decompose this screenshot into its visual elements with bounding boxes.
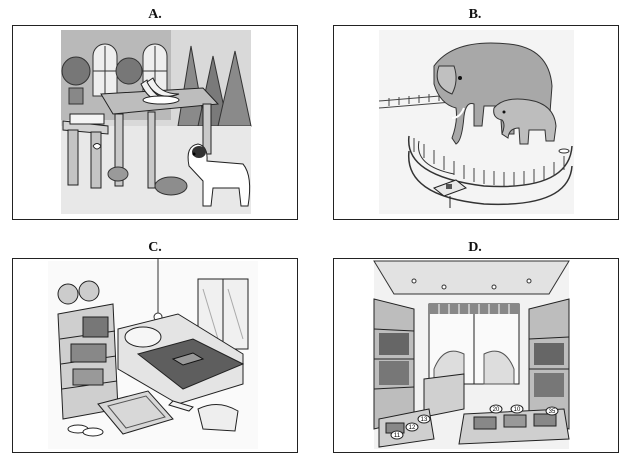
ceiling [373, 260, 570, 295]
zoo-scene [378, 30, 574, 214]
rug [97, 390, 174, 435]
window-left [92, 43, 118, 97]
book-stack-icon [69, 113, 105, 125]
label-a: A. [148, 7, 162, 22]
price-tag-text: 35 [549, 409, 556, 415]
label-c: C. [148, 240, 162, 255]
potted-tree-icon [61, 56, 91, 86]
label-b: B. [468, 7, 482, 22]
bookstore-scene: 20 10 35 11 12 13 [373, 260, 570, 449]
label-d: D. [468, 240, 482, 255]
baby-elephant-icon [493, 98, 557, 145]
panel-b [333, 25, 619, 220]
dog-icon [187, 143, 251, 207]
elephant-icon [433, 42, 553, 145]
book-display-table [458, 408, 570, 445]
price-tag-icon [489, 404, 503, 414]
price-tag-text: 20 [493, 407, 500, 413]
enclosure-fence [408, 135, 573, 206]
panel-c [12, 258, 298, 453]
bookshelf [57, 303, 119, 420]
bed [117, 313, 245, 405]
price-tag-text: 10 [514, 407, 521, 413]
storefront-window [428, 303, 520, 385]
price-tag-text: 13 [421, 417, 428, 423]
price-tags: 20 10 35 11 12 13 [390, 404, 559, 440]
info-sign-icon [432, 179, 468, 208]
toy-elephants-icon [57, 280, 100, 305]
window [197, 278, 249, 350]
counter [423, 373, 465, 418]
price-tag-text: 11 [394, 433, 401, 439]
panel-a [12, 25, 298, 220]
sweater-icon [197, 404, 239, 432]
bookshelf-right [528, 298, 570, 430]
bananas-icon [140, 77, 180, 105]
book-icon [171, 352, 205, 366]
garden-scene [61, 30, 252, 214]
price-tag-text: 12 [409, 425, 416, 431]
bedroom-scene [48, 259, 258, 449]
panel-d: 20 10 35 11 12 13 [333, 258, 619, 453]
bench [62, 113, 109, 189]
pillow-icon [124, 326, 162, 348]
bookshelf-left [373, 298, 415, 430]
